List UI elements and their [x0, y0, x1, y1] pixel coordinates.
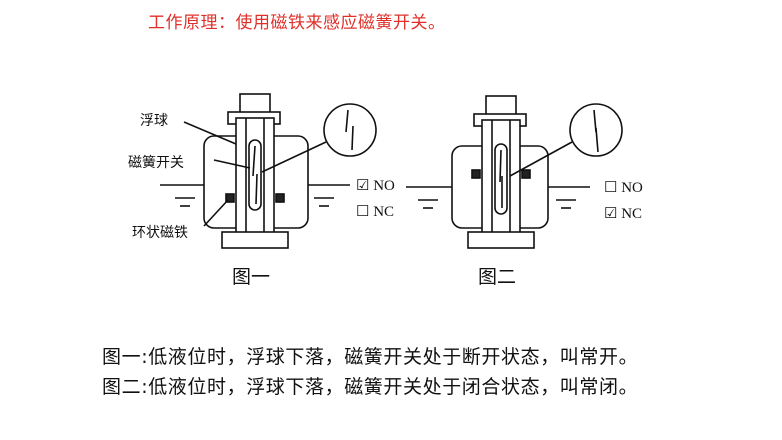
figure2-sensor: [406, 95, 623, 249]
description-line-1: 图一:低液位时，浮球下落，磁簧开关处于断开状态，叫常开。: [102, 346, 639, 368]
fig1-nc-checkbox-icon: ☐: [356, 204, 370, 220]
fig2-nc-option: ☑ NC: [604, 204, 642, 223]
reed-switch-label: 磁簧开关: [128, 155, 184, 171]
figure2-caption: 图二: [478, 266, 517, 288]
description-line-2: 图二:低液位时，浮球下落，磁簧开关处于闭合状态，叫常闭。: [102, 376, 639, 398]
fig2-no-checkbox-icon: ☐: [604, 180, 618, 196]
float-ball-label: 浮球: [140, 113, 168, 129]
fig1-nc-label: NC: [373, 204, 395, 220]
fig2-no-option: ☐ NO: [604, 178, 643, 197]
fig2-nc-label: NC: [621, 206, 643, 222]
fig1-nc-option: ☐ NC: [356, 202, 394, 221]
figure1-caption: 图一: [232, 266, 271, 288]
figure1-sensor: [160, 93, 377, 249]
ring-magnet-label: 环状磁铁: [132, 225, 188, 241]
fig2-nc-checkbox-icon: ☑: [604, 206, 618, 222]
page-title: 工作原理：使用磁铁来感应磁簧开关。: [148, 13, 446, 33]
fig2-no-label: NO: [621, 180, 643, 196]
fig1-no-label: NO: [373, 178, 395, 194]
fig1-no-checkbox-icon: ☑: [356, 178, 370, 194]
fig1-no-option: ☑ NO: [356, 176, 395, 195]
